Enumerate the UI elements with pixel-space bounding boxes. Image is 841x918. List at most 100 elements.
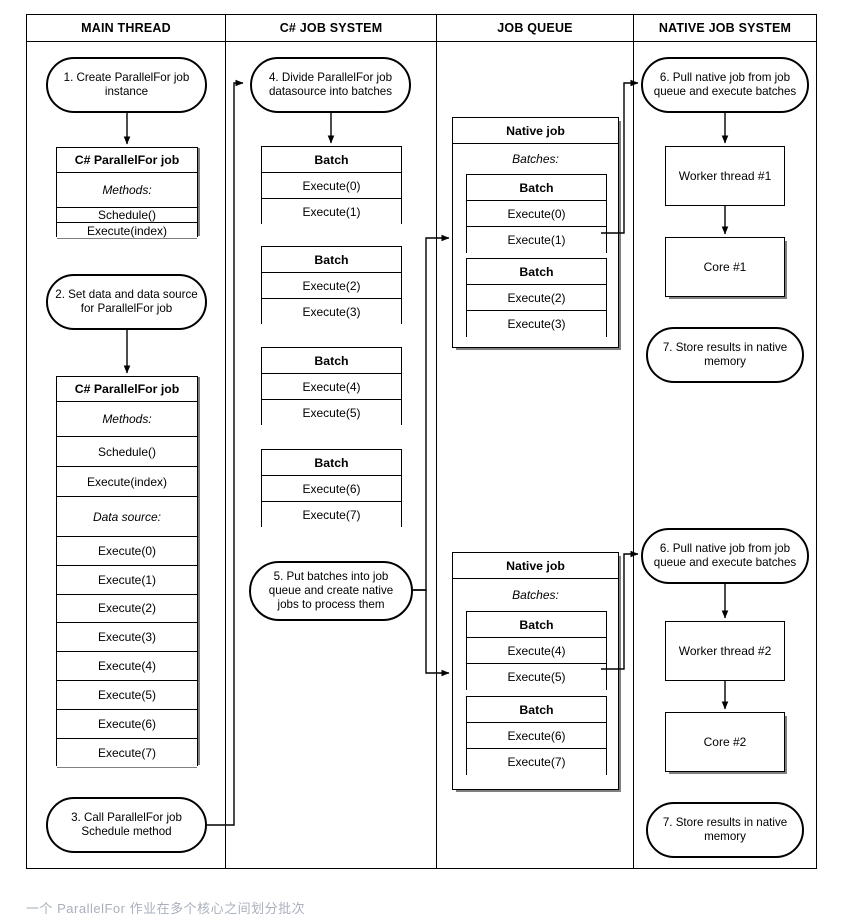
methods-section-label: Methods: [57, 402, 197, 437]
batch-item: Execute(2) [262, 273, 401, 299]
native-job-box-1: Native job Batches: Batch Execute(0) Exe… [452, 117, 619, 348]
data-source-row: Execute(1) [57, 565, 197, 595]
core-box-1: Core #1 [665, 237, 785, 297]
batch-item-label: Execute(4) [302, 379, 361, 394]
lane-header-job-queue: JOB QUEUE [437, 15, 634, 41]
method-label: Execute(index) [86, 223, 168, 238]
worker-thread-box-2: Worker thread #2 [665, 621, 785, 681]
data-source-row: Execute(6) [57, 709, 197, 739]
lane-title: MAIN THREAD [81, 21, 171, 35]
methods-label: Methods: [102, 412, 152, 426]
batch-item-label: Execute(1) [302, 205, 361, 219]
batch-item-label: Execute(3) [507, 317, 566, 331]
box-title-label: C# ParallelFor job [74, 382, 180, 396]
batch-title: Batch [262, 450, 401, 476]
data-source-row: Execute(0) [57, 537, 197, 566]
method-label: Schedule() [97, 444, 157, 459]
csharp-parallelfor-job-box-1: C# ParallelFor job Methods: Schedule() E… [56, 147, 198, 238]
data-source-item: Execute(4) [97, 659, 157, 674]
batch-item-label: Execute(7) [507, 755, 566, 769]
batch-item-label: Execute(6) [507, 728, 566, 743]
core-label: Core #2 [703, 735, 747, 749]
batch-item-label: Execute(7) [302, 508, 361, 522]
batch-title: Batch [262, 348, 401, 374]
step-5-put-batches-into-queue[interactable]: 5. Put batches into job queue and create… [249, 561, 413, 621]
lane-body-job-queue [437, 42, 634, 868]
batches-section-label: Batches: [453, 144, 618, 174]
data-source-row: Execute(3) [57, 623, 197, 653]
method-row-execute-index: Execute(index) [57, 467, 197, 497]
batch-item-label: Execute(2) [302, 278, 361, 293]
batch-item: Execute(0) [262, 173, 401, 199]
step-6-pull-native-job-2[interactable]: 6. Pull native job from job queue and ex… [641, 528, 809, 584]
batches-section-label: Batches: [453, 579, 618, 611]
batch-title-label: Batch [314, 455, 349, 470]
figure-caption: 一个 ParallelFor 作业在多个核心之间划分批次 [26, 898, 305, 917]
native-batch-box-3: Batch Execute(4) Execute(5) [466, 611, 607, 690]
caption-text: 一个 ParallelFor 作业在多个核心之间划分批次 [26, 901, 306, 916]
lane-header-main-thread: MAIN THREAD [27, 15, 226, 41]
data-source-section-label: Data source: [57, 497, 197, 537]
data-source-row: Execute(4) [57, 652, 197, 681]
batch-item-label: Execute(6) [302, 481, 361, 496]
batch-box-3: Batch Execute(4) Execute(5) [261, 347, 402, 426]
lane-header-divider [26, 41, 817, 42]
step-6-label: 6. Pull native job from job queue and ex… [653, 542, 797, 569]
native-job-title: Native job [453, 553, 618, 579]
step-2-label: 2. Set data and data source for Parallel… [55, 288, 198, 315]
batch-item: Execute(1) [467, 227, 606, 253]
batch-item: Execute(4) [262, 374, 401, 400]
batch-item: Execute(0) [467, 201, 606, 227]
method-row-schedule: Schedule() [57, 208, 197, 223]
step-1-create-parallelfor-job[interactable]: 1. Create ParallelFor job instance [46, 57, 207, 113]
batch-title-label: Batch [519, 702, 554, 717]
step-1-label: 1. Create ParallelFor job instance [63, 71, 190, 98]
batch-item: Execute(6) [467, 723, 606, 749]
worker-thread-box-1: Worker thread #1 [665, 146, 785, 206]
worker-thread-label: Worker thread #2 [678, 644, 772, 658]
step-3-call-schedule-method[interactable]: 3. Call ParallelFor job Schedule method [46, 797, 207, 853]
batch-item-label: Execute(4) [507, 643, 566, 658]
data-source-item: Execute(3) [97, 630, 157, 645]
batch-item: Execute(3) [262, 299, 401, 325]
step-7-store-results-2[interactable]: 7. Store results in native memory [646, 802, 804, 858]
box-title-label: C# ParallelFor job [74, 153, 180, 167]
method-row-execute-index: Execute(index) [57, 223, 197, 238]
swimlane-frame [26, 14, 817, 869]
box-title: C# ParallelFor job [57, 148, 197, 173]
step-7-store-results-1[interactable]: 7. Store results in native memory [646, 327, 804, 383]
batches-label: Batches: [512, 588, 559, 602]
batch-title-label: Batch [519, 617, 554, 632]
step-5-label: 5. Put batches into job queue and create… [268, 570, 394, 611]
native-job-title-label: Native job [506, 558, 565, 573]
native-batch-box-4: Batch Execute(6) Execute(7) [466, 696, 607, 775]
batch-item-label: Execute(0) [507, 206, 566, 221]
data-source-item: Execute(0) [97, 543, 157, 558]
step-2-set-data-and-source[interactable]: 2. Set data and data source for Parallel… [46, 274, 207, 330]
batch-item-label: Execute(2) [507, 290, 566, 305]
lane-title: NATIVE JOB SYSTEM [658, 21, 792, 35]
methods-section-label: Methods: [57, 173, 197, 208]
step-6-pull-native-job-1[interactable]: 6. Pull native job from job queue and ex… [641, 57, 809, 113]
core-label: Core #1 [703, 260, 747, 274]
batch-box-1: Batch Execute(0) Execute(1) [261, 146, 402, 225]
lane-title: C# JOB SYSTEM [279, 21, 383, 35]
data-source-item: Execute(5) [97, 687, 157, 702]
step-4-divide-into-batches[interactable]: 4. Divide ParallelFor job datasource int… [250, 57, 411, 113]
data-source-item: Execute(1) [97, 572, 157, 587]
step-3-label: 3. Call ParallelFor job Schedule method [71, 811, 182, 838]
native-job-title-label: Native job [506, 123, 565, 138]
batch-title: Batch [467, 259, 606, 285]
batch-title-label: Batch [314, 353, 349, 368]
lane-header-native-job-system: NATIVE JOB SYSTEM [634, 15, 816, 41]
batch-title: Batch [467, 697, 606, 723]
batch-item: Execute(5) [467, 664, 606, 690]
native-batch-box-2: Batch Execute(2) Execute(3) [466, 258, 607, 337]
worker-thread-label: Worker thread #1 [678, 169, 772, 183]
data-source-row: Execute(5) [57, 680, 197, 710]
data-source-item: Execute(2) [97, 601, 157, 616]
box-title: C# ParallelFor job [57, 377, 197, 402]
native-job-box-2: Native job Batches: Batch Execute(4) Exe… [452, 552, 619, 790]
batch-title: Batch [262, 147, 401, 173]
